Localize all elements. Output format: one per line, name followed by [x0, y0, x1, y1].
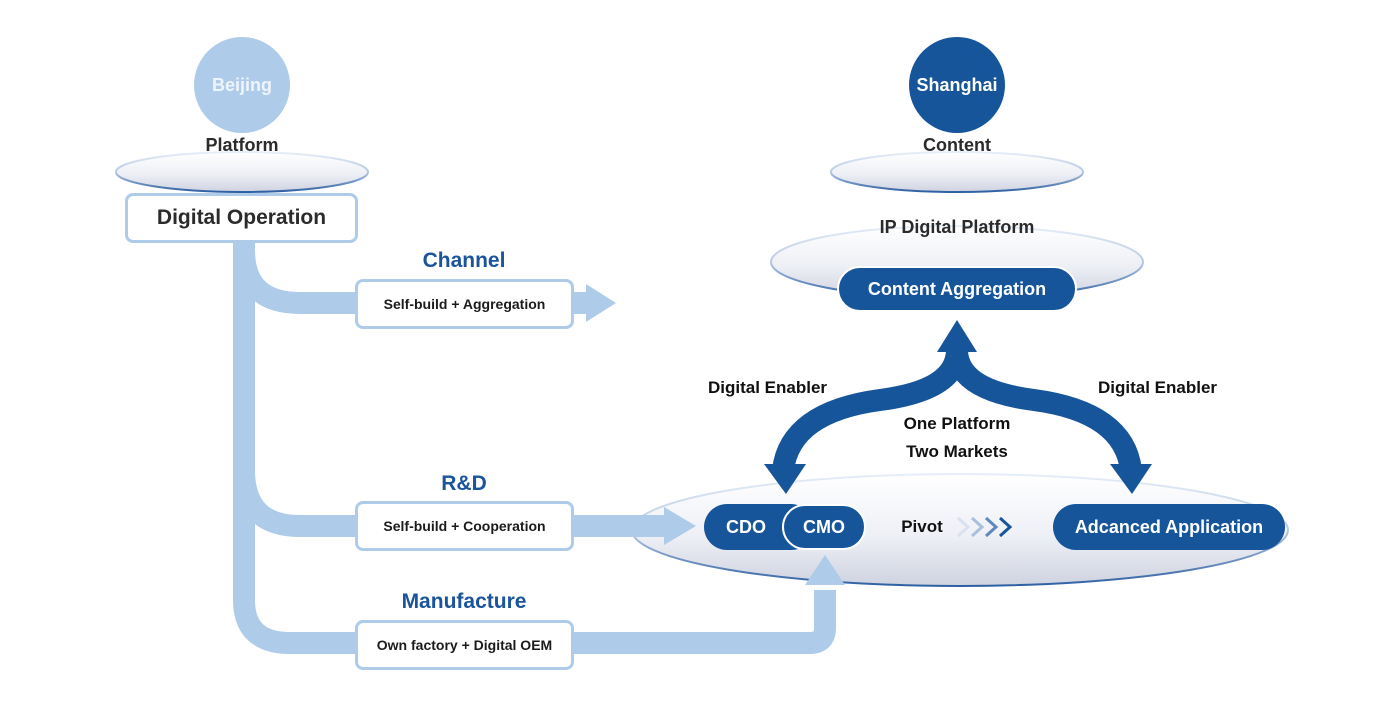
- chevron-right-icon: [956, 516, 971, 538]
- branch-title-manufacture: Manufacture: [401, 590, 527, 613]
- shanghai-label: Shanghai: [916, 74, 998, 95]
- branch-box-manufacture: Own factory + Digital OEM: [355, 620, 574, 670]
- chevron-right-icon: [984, 516, 999, 538]
- pipe-channel: [233, 249, 590, 314]
- chevron-right-icon: [998, 516, 1013, 538]
- arrow-head-rd: [664, 507, 696, 545]
- cdo-label: CDO: [726, 516, 766, 537]
- arrow-head-manufacture: [805, 555, 845, 585]
- content-label: Content: [923, 135, 991, 155]
- branch-title-channel: Channel: [422, 249, 506, 272]
- platform-disc-left: [115, 151, 369, 193]
- one-platform-label: One Platform: [903, 414, 1011, 433]
- platform-disc-right: [830, 151, 1084, 193]
- branch-box-channel-label: Self-build + Aggregation: [383, 296, 546, 312]
- advanced-application-pill: Adcanced Application: [1053, 504, 1285, 550]
- two-markets-label: Two Markets: [906, 442, 1008, 461]
- ip-digital-platform-label: IP Digital Platform: [879, 217, 1035, 237]
- enabler-arrow-left: [772, 349, 968, 472]
- branch-box-rd: Self-build + Cooperation: [355, 501, 574, 551]
- digital-enabler-right: Digital Enabler: [1097, 378, 1218, 397]
- content-aggregation-label: Content Aggregation: [867, 278, 1047, 299]
- branch-box-channel: Self-build + Aggregation: [355, 279, 574, 329]
- arrow-head-up: [937, 320, 977, 352]
- branch-title-rd: R&D: [441, 472, 487, 495]
- shanghai-circle: Shanghai: [909, 37, 1005, 133]
- content-aggregation-pill: Content Aggregation: [837, 266, 1077, 312]
- digital-enabler-left: Digital Enabler: [707, 378, 828, 397]
- arrow-head-channel: [586, 284, 616, 322]
- arrow-head-down-right: [1110, 464, 1152, 494]
- pipe-rd: [233, 469, 670, 537]
- enabler-arrows: [772, 349, 1142, 472]
- arrow-head-down-left: [764, 464, 806, 494]
- advanced-application-label: Adcanced Application: [1074, 516, 1264, 537]
- chevron-right-icon: [970, 516, 985, 538]
- beijing-circle: Beijing: [194, 37, 290, 133]
- pipe-trunk: [233, 240, 836, 654]
- branch-box-rd-label: Self-build + Cooperation: [383, 518, 546, 534]
- platform-label: Platform: [205, 135, 279, 155]
- beijing-label: Beijing: [211, 74, 272, 95]
- flow-pipes: [233, 240, 836, 654]
- pivot-label: Pivot: [901, 517, 943, 536]
- cmo-pill: CMO: [782, 504, 866, 550]
- cmo-label: CMO: [803, 516, 845, 537]
- branch-box-manufacture-label: Own factory + Digital OEM: [376, 637, 553, 653]
- pivot-chevrons: [956, 516, 1013, 538]
- digital-operation-box: Digital Operation: [125, 193, 358, 243]
- enabler-arrow-right: [946, 349, 1142, 472]
- digital-operation-label: Digital Operation: [156, 206, 327, 229]
